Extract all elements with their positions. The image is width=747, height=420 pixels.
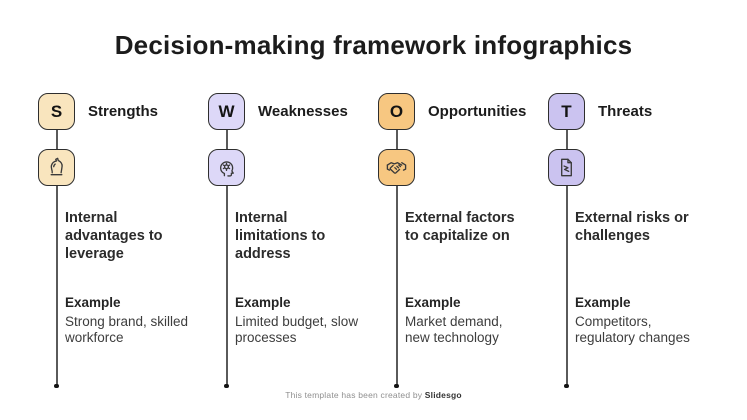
column-description: External factors to capitalize on — [405, 210, 515, 245]
torn-document-icon — [548, 149, 585, 186]
footer-brand: Slidesgo — [424, 390, 462, 400]
column-opportunities: O Opportunities External factors to capi… — [378, 93, 548, 393]
column-threats: T Threats External risks or challenges E… — [548, 93, 718, 393]
column-label: Weaknesses — [258, 103, 348, 120]
example-text: Competitors, regulatory changes — [575, 314, 690, 346]
column-description: External risks or challenges — [575, 210, 689, 245]
example-heading: Example — [235, 295, 291, 310]
handshake-icon — [378, 149, 415, 186]
example-text: Strong brand, skilled workforce — [65, 314, 189, 346]
example-heading: Example — [65, 295, 121, 310]
example-text: Market demand, new technology — [405, 314, 503, 346]
example-heading: Example — [575, 295, 631, 310]
column-strengths: S Strengths Internal advantages to lever… — [38, 93, 208, 393]
column-label: Opportunities — [428, 103, 527, 120]
letter-badge-t: T — [548, 93, 585, 130]
column-weaknesses: W Weaknesses Internal limitations to add… — [208, 93, 378, 393]
timeline-connector — [224, 130, 229, 388]
page-title: Decision-making framework infographics — [114, 30, 633, 60]
timeline-connector — [394, 130, 399, 388]
column-label: Strengths — [88, 103, 159, 120]
column-description: Internal advantages to leverage — [65, 210, 163, 263]
chess-knight-icon — [38, 149, 75, 186]
letter-badge-o: O — [378, 93, 415, 130]
column-label: Threats — [598, 103, 653, 120]
example-text: Limited budget, slow processes — [235, 314, 359, 346]
timeline-connector — [54, 130, 59, 388]
letter-badge-s: S — [38, 93, 75, 130]
footer-credit: This template has been created by Slides… — [0, 390, 747, 400]
example-heading: Example — [405, 295, 461, 310]
letter-badge-w: W — [208, 93, 245, 130]
head-gear-icon — [208, 149, 245, 186]
footer-credit-text: This template has been created by — [285, 390, 425, 400]
timeline-connector — [564, 130, 569, 388]
column-description: Internal limitations to address — [235, 210, 326, 263]
